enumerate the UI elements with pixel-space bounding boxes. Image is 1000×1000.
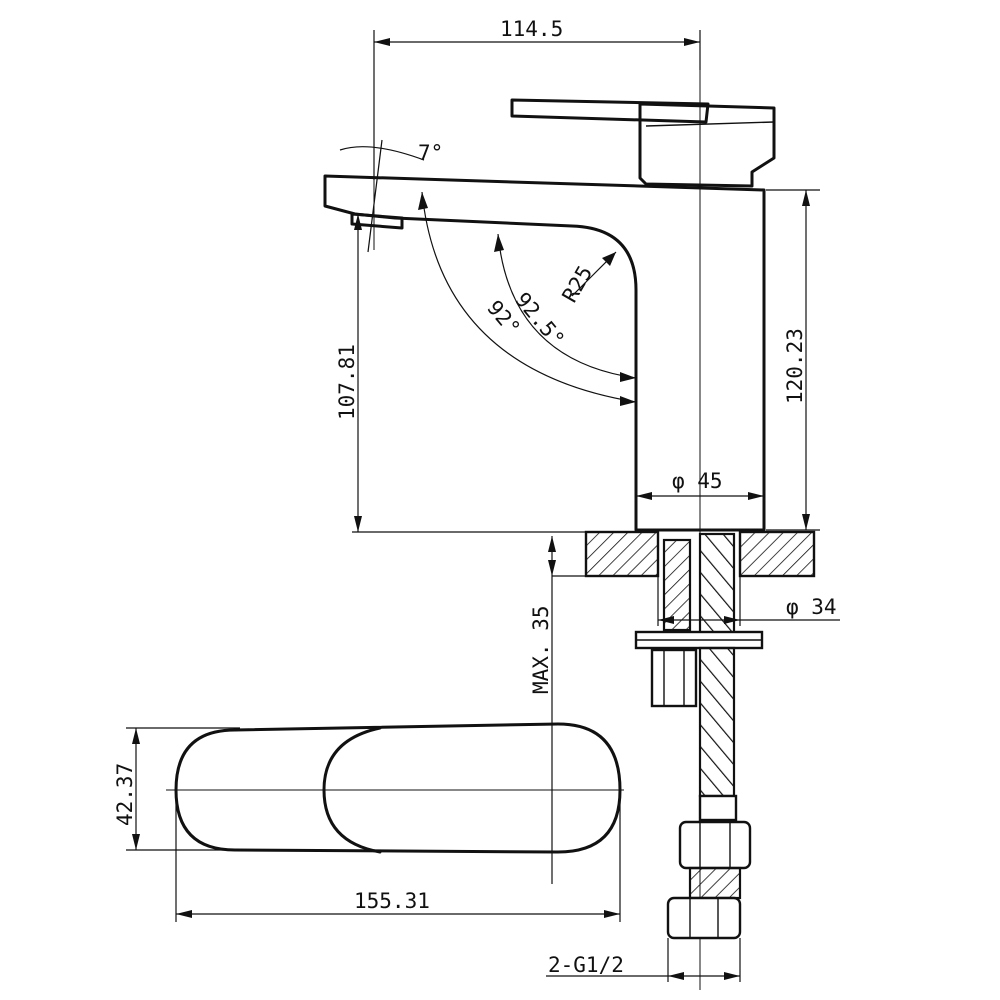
dim-spout-length: 114.5 (500, 17, 563, 41)
handle-top-view (174, 722, 622, 854)
dim-radius: R25 (558, 262, 598, 307)
hose-nut-1 (678, 820, 752, 870)
handle-outline (174, 722, 622, 854)
dim-hole-diameter: φ 34 (786, 595, 837, 619)
hose-nut-2 (666, 896, 742, 940)
braided-hose-lower (698, 646, 736, 798)
mounting-nut (650, 648, 698, 708)
dim-handle-length: 155.31 (354, 889, 430, 913)
dimension-lines (126, 30, 840, 982)
faucet-body (323, 174, 766, 532)
deck-right (738, 530, 816, 578)
faucet-side-view (323, 98, 776, 532)
dim-body-diameter: φ 45 (672, 469, 723, 493)
dim-total-height: 120.23 (783, 328, 807, 404)
dim-spout-height: 107.81 (335, 344, 359, 420)
dim-handle-width: 42.37 (113, 763, 137, 826)
threaded-rod (662, 538, 692, 632)
aerator (350, 212, 404, 230)
handle-block (638, 102, 776, 188)
hose-ferrule (698, 794, 738, 822)
handle-inner-curve (322, 726, 382, 854)
dim-spout-angle: 7° (418, 141, 443, 165)
deck-left (584, 530, 660, 578)
dim-max-thickness: MAX. 35 (529, 605, 553, 694)
hose-stem (688, 866, 742, 900)
deck-section (584, 530, 816, 940)
handle-lever (510, 98, 710, 124)
dim-connection: 2-G1/2 (548, 953, 624, 977)
